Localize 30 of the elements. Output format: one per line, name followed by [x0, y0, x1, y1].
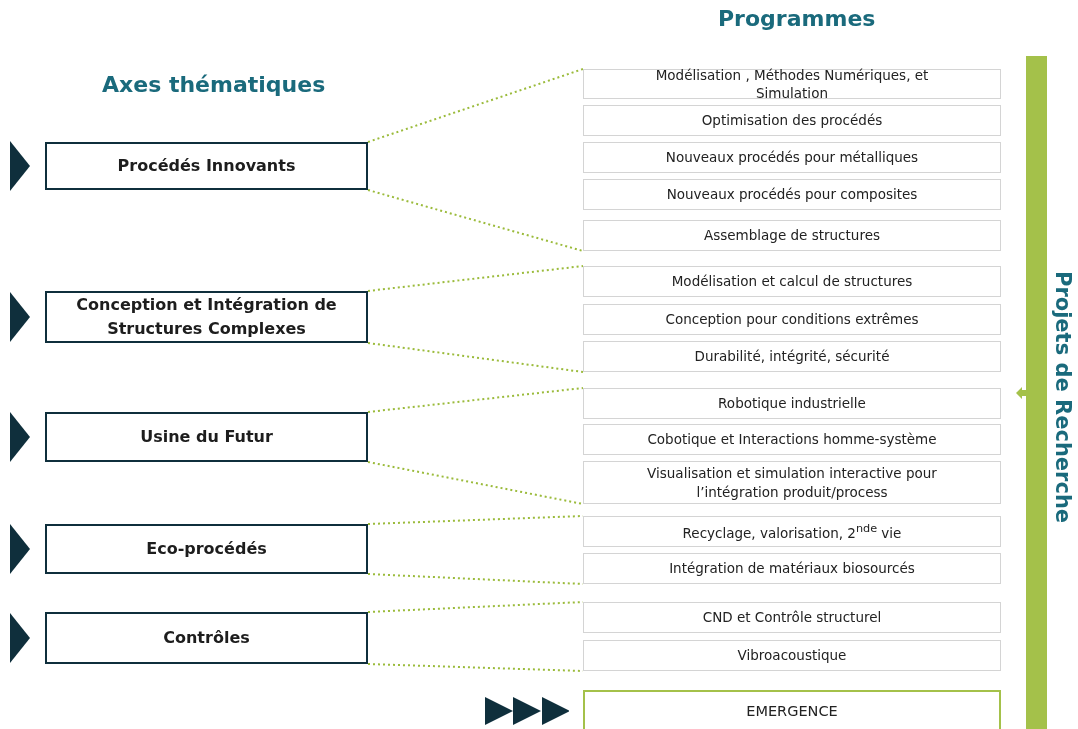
program-box: Recyclage, valorisation, 2$^{nde}$ vie — [583, 516, 1001, 547]
dotted-connector — [367, 461, 584, 505]
program-box: Assemblage de structures — [583, 220, 1001, 251]
theme-box: Eco-procédés — [45, 524, 368, 574]
program-box: Cobotique et Interactions homme-système — [583, 424, 1001, 455]
theme-box: Conception et Intégration de Structures Complexes — [45, 291, 368, 343]
theme-box: Procédés Innovants — [45, 142, 368, 190]
dotted-connector — [367, 387, 584, 413]
theme-box: Usine du Futur — [45, 412, 368, 462]
emergence-box: EMERGENCE — [583, 690, 1001, 729]
dotted-connector — [367, 342, 584, 373]
program-box: Optimisation des procédés — [583, 105, 1001, 136]
column-heading: Programmes — [718, 6, 876, 31]
column-heading: Axes thématiques — [102, 72, 326, 97]
vertical-heading: Projets de Recherche — [1051, 271, 1075, 524]
program-box: Intégration de matériaux biosourcés — [583, 553, 1001, 584]
program-box: Nouveaux procédés pour composites — [583, 179, 1001, 210]
program-box: Visualisation et simulation interactive pour l’intégration produit/process — [583, 461, 1001, 504]
program-box: Conception pour conditions extrêmes — [583, 304, 1001, 335]
dotted-connector — [367, 68, 584, 143]
program-box: Durabilité, intégrité, sécurité — [583, 341, 1001, 372]
theme-box: Contrôles — [45, 612, 368, 664]
program-box: Modélisation , Méthodes Numériques, et Simulation — [583, 69, 1001, 99]
dotted-connector — [367, 189, 584, 252]
program-box: Vibroacoustique — [583, 640, 1001, 671]
program-box: Robotique industrielle — [583, 388, 1001, 419]
dotted-connector — [367, 265, 584, 292]
program-box: CND et Contrôle structurel — [583, 602, 1001, 633]
program-box: Modélisation et calcul de structures — [583, 266, 1001, 297]
program-box: Nouveaux procédés pour métalliques — [583, 142, 1001, 173]
